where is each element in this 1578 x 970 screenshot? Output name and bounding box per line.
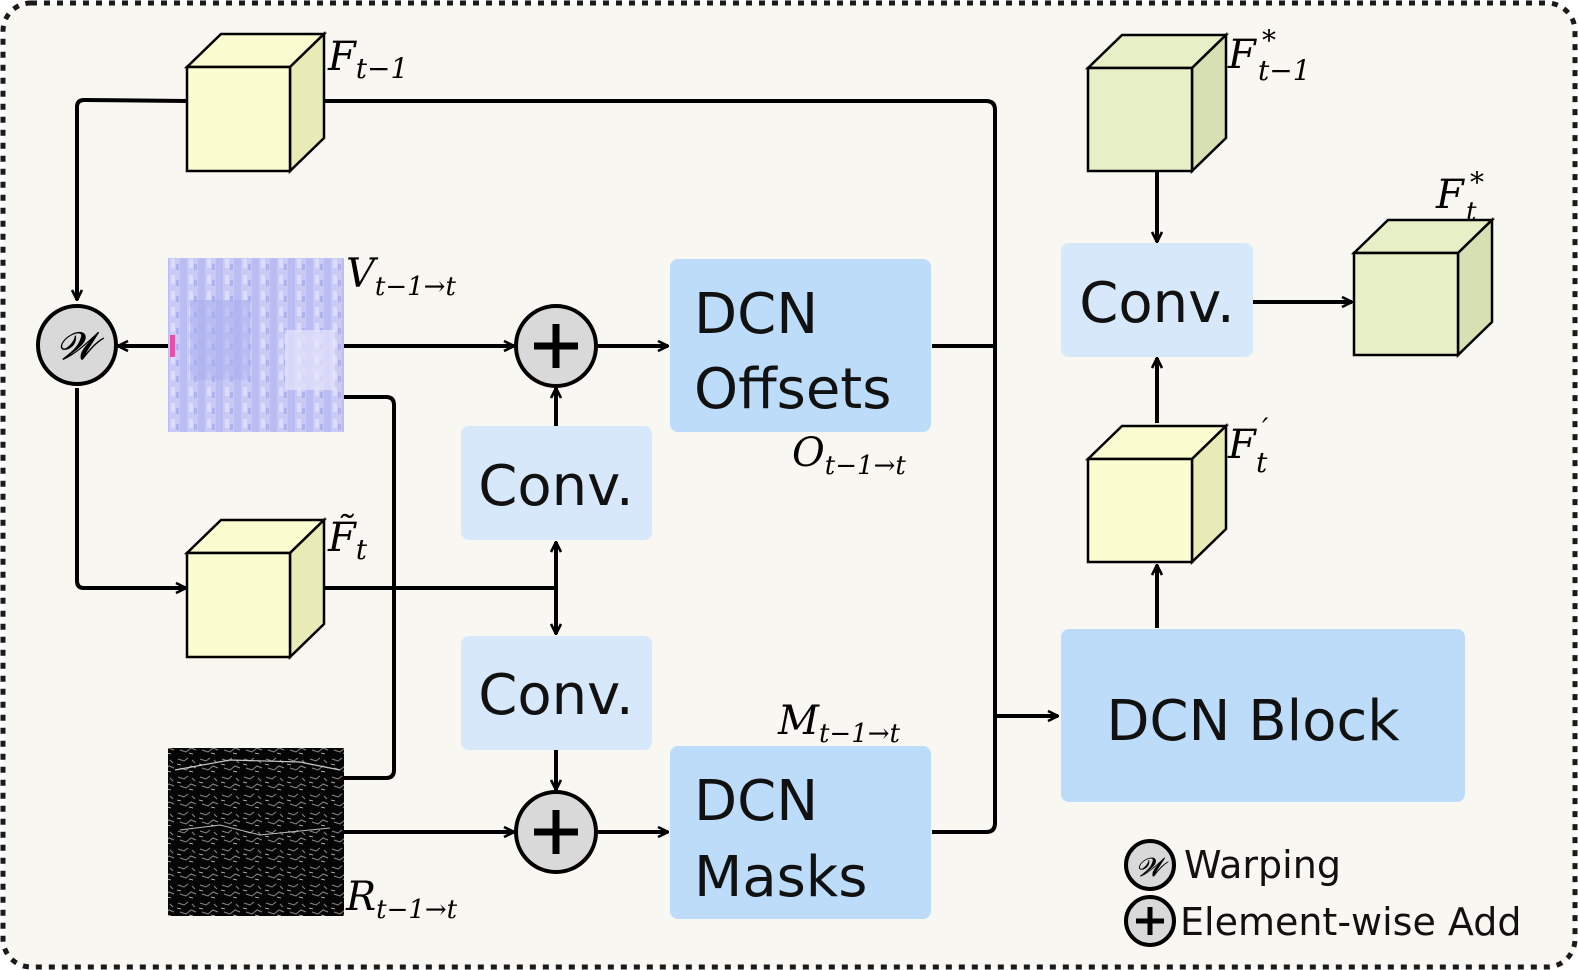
conv-lower-block [461, 636, 652, 750]
legend-add-label: Element-wise Add [1180, 900, 1522, 944]
conv-right-label: Conv. [1079, 271, 1234, 336]
legend-warp-icon: 𝓦 [1124, 839, 1176, 891]
label-o-sub: t−1→t [825, 451, 907, 481]
label-f-prime-base: F [1227, 422, 1257, 468]
dcn-masks-block [670, 746, 931, 919]
label-f-star: F [1435, 172, 1465, 218]
dcn-offsets-line1: DCN [694, 282, 818, 347]
dcn-offsets-label: DCN Offsets [694, 282, 891, 422]
label-v-sub: t−1→t [375, 272, 457, 302]
label-o-base: O [792, 430, 825, 476]
dcn-offsets-line2: Offsets [694, 357, 891, 422]
label-f-prev-base: F [327, 34, 357, 80]
add-operator-lower [514, 790, 598, 874]
edge-fprev-to-warp [77, 98, 188, 300]
legend-add-icon [1124, 895, 1176, 947]
cube-f-star [1350, 217, 1496, 358]
label-f-star-prev-sup: * [1262, 24, 1276, 57]
label-f-prime-sup: ′ [1262, 412, 1269, 445]
label-m-base: M [777, 698, 820, 744]
label-f-tilde-sub: t [356, 533, 368, 566]
label-f-star-sub: t [1466, 197, 1477, 227]
label-f-star-prev-base: F [1227, 32, 1257, 78]
label-f-tilde-base: F̃ [327, 514, 357, 561]
label-r-base: R [345, 874, 376, 920]
add-operator-upper [514, 304, 598, 388]
label-f-star-sup: * [1470, 166, 1484, 199]
conv-lower-label: Conv. [478, 663, 633, 728]
dcn-masks-line1: DCN [694, 769, 818, 834]
conv-upper-block [461, 426, 652, 540]
label-m: Mt−1→t [777, 698, 901, 749]
label-f-prime-sub: t [1256, 446, 1268, 479]
dcn-masks-label: DCN Masks [694, 769, 867, 910]
conv-upper-label: Conv. [478, 454, 633, 519]
dcn-masks-line2: Masks [694, 845, 867, 910]
label-r-sub: t−1→t [376, 895, 458, 925]
connections [75, 98, 1352, 834]
label-f-prev: Ft−1 [327, 34, 408, 85]
label-f-prime: F [1227, 422, 1257, 468]
label-f-star-prev: F [1227, 32, 1257, 78]
cube-f-tilde [183, 517, 328, 660]
edge-masks-to-bus [932, 716, 997, 834]
label-v: Vt−1→t [346, 251, 456, 302]
legend: 𝓦 Warping Element-wise Add [1124, 839, 1522, 947]
cube-f-prev [183, 31, 328, 174]
legend-warp-label: Warping [1184, 843, 1341, 887]
label-f-prev-sub: t−1 [356, 52, 409, 85]
label-f-tilde: F̃t [327, 514, 368, 566]
conv-right-block [1061, 243, 1253, 357]
label-f-star-base: F [1435, 172, 1465, 218]
edge-fprev-to-dcn-block [324, 99, 1058, 716]
label-v-base: V [346, 251, 379, 297]
label-o: Ot−1→t [792, 430, 906, 481]
label-f-star-prev-sub: t−1 [1258, 54, 1311, 87]
cube-f-prime [1084, 423, 1230, 565]
warp-operator: 𝓦 [36, 304, 118, 386]
dcn-block [1061, 629, 1465, 802]
cube-f-star-prev [1084, 32, 1230, 174]
flow-map-image [168, 258, 344, 432]
dcn-block-label: DCN Block [1106, 689, 1400, 754]
edge-warp-to-ftilde [75, 388, 186, 588]
label-r: Rt−1→t [345, 874, 458, 925]
label-m-sub: t−1→t [819, 719, 901, 749]
dcn-offsets-block [670, 259, 931, 432]
residual-map-image [168, 748, 344, 916]
